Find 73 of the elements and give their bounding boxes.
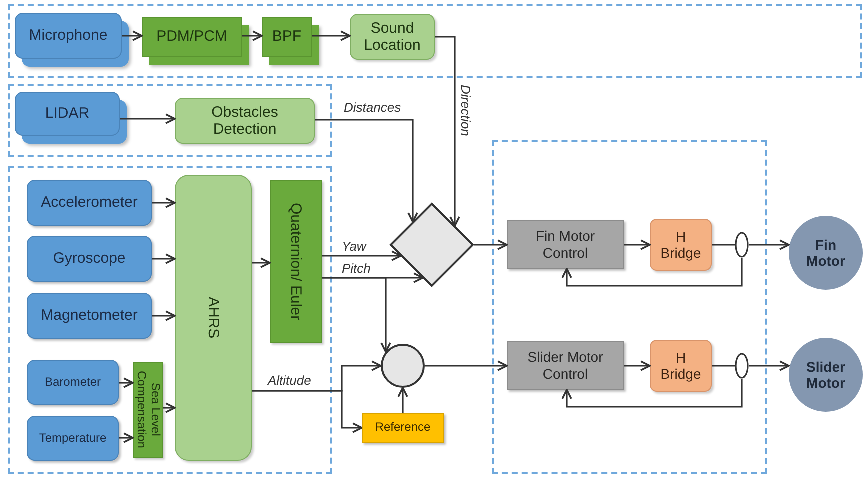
arrow bbox=[425, 360, 508, 372]
arrow bbox=[312, 30, 351, 42]
sensor-box bbox=[27, 416, 119, 461]
arrow bbox=[398, 387, 408, 413]
arrow bbox=[242, 30, 263, 42]
box-label: H Bridge bbox=[660, 350, 702, 382]
process-box bbox=[350, 14, 435, 60]
process-box bbox=[133, 362, 163, 458]
box-label: Barometer bbox=[44, 376, 102, 390]
sensor-box bbox=[27, 236, 152, 282]
edge-label: Yaw bbox=[340, 240, 368, 254]
box-label: Obstacles Detection bbox=[210, 104, 280, 138]
process-box bbox=[175, 98, 315, 144]
group-frame bbox=[8, 84, 332, 157]
box-label: Slider Motor Control bbox=[526, 349, 604, 382]
box-label: Slider Motor bbox=[806, 358, 846, 392]
arrow bbox=[152, 198, 176, 208]
arrow bbox=[562, 379, 743, 408]
arrow bbox=[624, 240, 651, 250]
box-label: AHRS bbox=[204, 297, 222, 339]
controller-box bbox=[507, 341, 624, 390]
sensor-box bbox=[27, 293, 152, 339]
arrow bbox=[749, 240, 790, 250]
arrow bbox=[435, 36, 460, 227]
controller-box bbox=[507, 220, 624, 269]
decision-diamond bbox=[390, 203, 474, 287]
box-label: Temperature bbox=[39, 432, 107, 446]
group-frame bbox=[8, 166, 332, 474]
arrow bbox=[119, 378, 134, 388]
arrow bbox=[749, 360, 790, 372]
arrow bbox=[152, 254, 176, 264]
reference-box bbox=[362, 413, 444, 443]
sensor-box bbox=[27, 360, 119, 405]
driver-box bbox=[650, 340, 712, 392]
arrow bbox=[474, 240, 508, 250]
box-label: BPF bbox=[272, 28, 302, 46]
arrow bbox=[119, 432, 134, 444]
arrow bbox=[562, 258, 743, 287]
arrow bbox=[252, 258, 271, 268]
driver-box bbox=[650, 219, 712, 271]
edge-label: Altitude bbox=[266, 374, 314, 388]
box-label: Gyroscope bbox=[53, 250, 126, 268]
arrow bbox=[120, 114, 176, 124]
box-label: PDM/PCM bbox=[156, 28, 228, 46]
box-label: LIDAR bbox=[45, 105, 90, 123]
box-label: H Bridge bbox=[660, 228, 702, 262]
box-label: Fin Motor Control bbox=[534, 228, 596, 261]
box-label: Reference bbox=[375, 421, 431, 435]
process-box bbox=[175, 175, 252, 461]
arrow bbox=[322, 277, 392, 353]
edge-label: Pitch bbox=[340, 262, 373, 276]
box-label: Quaternion/ Euler bbox=[287, 202, 305, 320]
box-label: Magnetometer bbox=[41, 307, 138, 325]
group-frame bbox=[492, 140, 767, 474]
arrow bbox=[252, 390, 363, 434]
box-label: Sound Location bbox=[363, 20, 422, 54]
box-label: Accelerometer bbox=[41, 194, 138, 212]
box-label: Microphone bbox=[29, 27, 108, 45]
box-label: Sea Level Compensation bbox=[134, 370, 162, 451]
arrow bbox=[163, 402, 176, 414]
arrow bbox=[322, 250, 402, 262]
sensor-box bbox=[27, 180, 152, 226]
edge-label: Distances bbox=[342, 101, 404, 116]
arrow bbox=[122, 30, 143, 42]
current-sensor-ellipse bbox=[735, 353, 749, 379]
arrow bbox=[624, 360, 651, 372]
current-sensor-ellipse bbox=[735, 232, 749, 258]
box-label: Fin Motor bbox=[806, 236, 846, 270]
arrow bbox=[315, 119, 418, 223]
group-frame bbox=[8, 4, 862, 78]
process-box bbox=[270, 180, 322, 343]
summing-circle bbox=[381, 344, 425, 388]
arrow bbox=[152, 310, 176, 322]
